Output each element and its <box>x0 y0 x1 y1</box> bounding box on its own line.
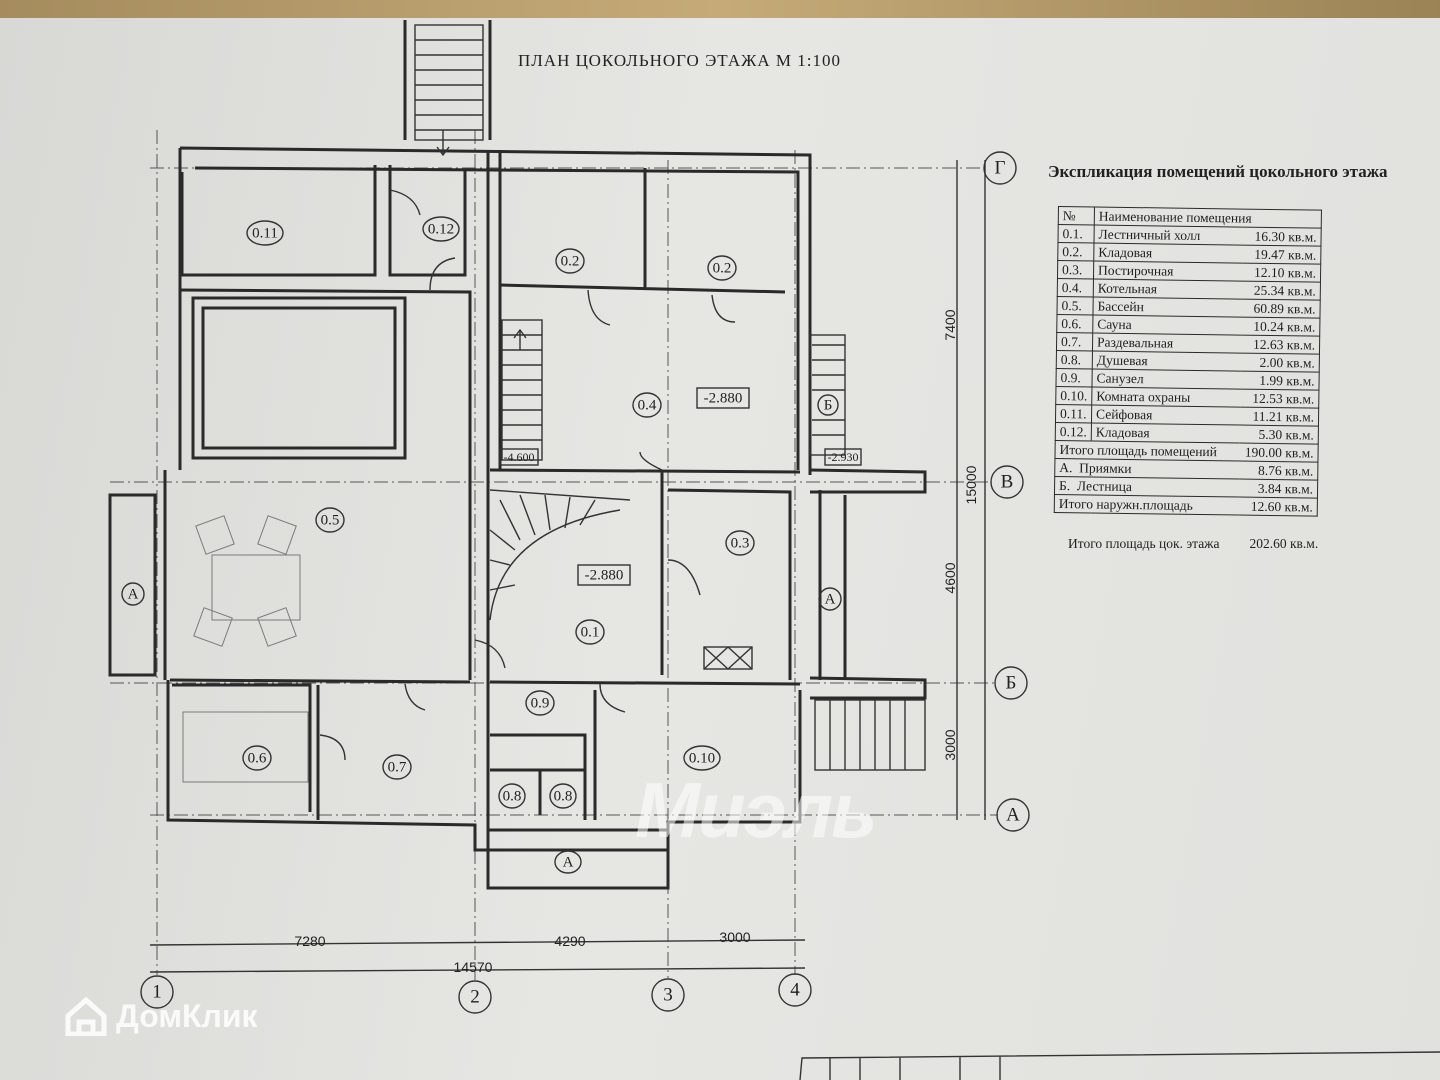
svg-text:2: 2 <box>470 986 480 1007</box>
room-labels: 0.11 0.12 0.2 0.2 0.4 0.5 0.3 0.1 0.9 0.… <box>121 216 862 874</box>
room-0-11: 0.11 <box>246 220 284 246</box>
svg-text:0.5: 0.5 <box>321 512 340 528</box>
svg-text:4290: 4290 <box>554 933 585 949</box>
svg-text:Г: Г <box>995 157 1006 178</box>
plan-title: ПЛАН ЦОКОЛЬНОГО ЭТАЖА М 1:100 <box>518 51 841 70</box>
level-mark-stair: -4.600 <box>499 448 539 466</box>
svg-text:0.6: 0.6 <box>248 750 267 766</box>
svg-text:3000: 3000 <box>942 729 958 760</box>
pit-a-right: А <box>818 587 842 611</box>
svg-text:В: В <box>1001 471 1014 492</box>
house-icon <box>65 996 107 1036</box>
room-0-3: 0.3 <box>725 530 755 556</box>
svg-text:7400: 7400 <box>942 309 958 340</box>
svg-text:0.4: 0.4 <box>638 397 657 413</box>
room-0-2a: 0.2 <box>555 248 585 274</box>
svg-text:Б: Б <box>824 397 833 413</box>
svg-text:15000: 15000 <box>963 465 979 504</box>
level-mark-b: -2.930 <box>824 448 862 466</box>
room-0-5: 0.5 <box>315 507 345 533</box>
svg-text:4: 4 <box>790 979 800 1000</box>
pit-a-bottom: А <box>554 850 582 874</box>
svg-text:-2.880: -2.880 <box>704 390 743 406</box>
room-0-10: 0.10 <box>683 745 721 771</box>
doors <box>319 189 736 761</box>
room-0-6: 0.6 <box>242 745 272 771</box>
svg-text:А: А <box>1006 804 1020 825</box>
axis-numbers: 1 2 3 4 <box>140 973 812 1014</box>
fixtures <box>182 296 753 783</box>
svg-text:1: 1 <box>152 981 162 1002</box>
dimensions: 7280 4290 3000 14570 7400 15000 4600 300… <box>149 160 986 975</box>
svg-text:Б: Б <box>1006 672 1017 693</box>
walls <box>108 20 927 890</box>
stair-b: Б <box>817 394 839 416</box>
room-0-7: 0.7 <box>382 754 412 780</box>
svg-text:3000: 3000 <box>719 929 750 945</box>
svg-text:0.9: 0.9 <box>531 695 550 711</box>
level-mark-0-4: -2.880 <box>696 387 750 409</box>
svg-text:0.10: 0.10 <box>689 750 715 766</box>
svg-text:0.12: 0.12 <box>428 221 454 237</box>
svg-text:А: А <box>825 591 836 607</box>
svg-text:3: 3 <box>663 984 673 1005</box>
svg-text:7280: 7280 <box>294 933 325 949</box>
svg-text:0.1: 0.1 <box>581 624 600 640</box>
svg-text:А: А <box>128 586 139 602</box>
svg-text:-2.930: -2.930 <box>828 450 859 464</box>
svg-text:0.7: 0.7 <box>388 759 407 775</box>
room-0-8b: 0.8 <box>549 783 577 809</box>
room-0-9: 0.9 <box>525 690 555 716</box>
svg-text:0.11: 0.11 <box>252 225 278 241</box>
miel-watermark: Миэль <box>635 766 877 854</box>
level-mark-0-1: -2.880 <box>577 564 631 586</box>
svg-text:14570: 14570 <box>454 959 493 975</box>
domclick-watermark: ДомКлик <box>64 996 258 1036</box>
axis-letters: Г В Б А <box>983 151 1030 832</box>
svg-text:0.8: 0.8 <box>554 788 573 804</box>
room-0-4: 0.4 <box>632 392 662 418</box>
svg-text:0.3: 0.3 <box>731 535 750 551</box>
svg-text:0.2: 0.2 <box>713 260 732 276</box>
svg-text:4600: 4600 <box>942 562 958 593</box>
svg-text:-4.600: -4.600 <box>504 450 535 464</box>
svg-text:0.8: 0.8 <box>503 788 522 804</box>
svg-text:0.2: 0.2 <box>561 253 580 269</box>
room-0-2b: 0.2 <box>707 255 737 281</box>
svg-text:А: А <box>563 854 574 870</box>
table-surface <box>0 0 1440 18</box>
svg-text:-2.880: -2.880 <box>585 567 624 583</box>
explication-title: Экспликация помещений цокольного этажа <box>1048 162 1388 181</box>
pit-a-left: А <box>121 582 145 606</box>
room-0-12: 0.12 <box>422 216 460 242</box>
room-0-1: 0.1 <box>575 619 605 645</box>
room-0-8a: 0.8 <box>498 783 526 809</box>
title-block <box>799 1051 1440 1080</box>
